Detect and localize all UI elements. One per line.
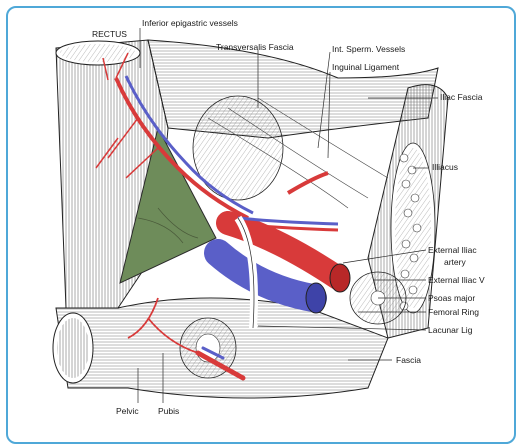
leader-lines [137,28,438,403]
pelvic-vessels [127,297,246,381]
label-rectus: RECTUS [92,29,127,39]
label-inguinal-ligament: Inguinal Ligament [332,62,400,72]
triangle-vessels [137,207,199,244]
external-iliac-vein [204,239,327,312]
spermatic-vessels [286,171,329,195]
label-external-iliac-vein: External Iliac V [428,275,485,285]
label-lacunar-lig: Lacunar Lig [428,325,473,335]
label-transversalis-fascia: Transversalis Fascia [216,42,294,52]
label-fascia: Fascia [396,355,422,365]
transversalis-fascia-region [147,39,439,209]
diagram-frame: RECTUS Inferior epigastric vessels Trans… [6,6,516,444]
hesselbach-triangle [119,126,217,284]
label-psoas-major: Psoas major [428,293,476,303]
label-int-sperm-vessels: Int. Sperm. Vessels [332,44,406,54]
pelvic-region [52,297,389,399]
label-femoral-ring: Femoral Ring [428,307,480,317]
label-iliacus: Illiacus [432,162,458,172]
spermatic-vein [237,216,339,226]
label-pubis: Pubis [158,406,180,416]
label-external-iliac-artery-2: artery [444,257,466,267]
label-iliac-fascia: Iliac Fascia [440,92,483,102]
inferior-epigastric-vessels [95,52,254,220]
label-inferior-epigastric: Inferior epigastric vessels [142,18,238,28]
spermatic-artery [237,222,339,232]
anatomy-illustration [52,28,449,403]
label-pelvic: Pelvic [116,406,139,416]
label-external-iliac-artery: External Iliac [428,245,477,255]
